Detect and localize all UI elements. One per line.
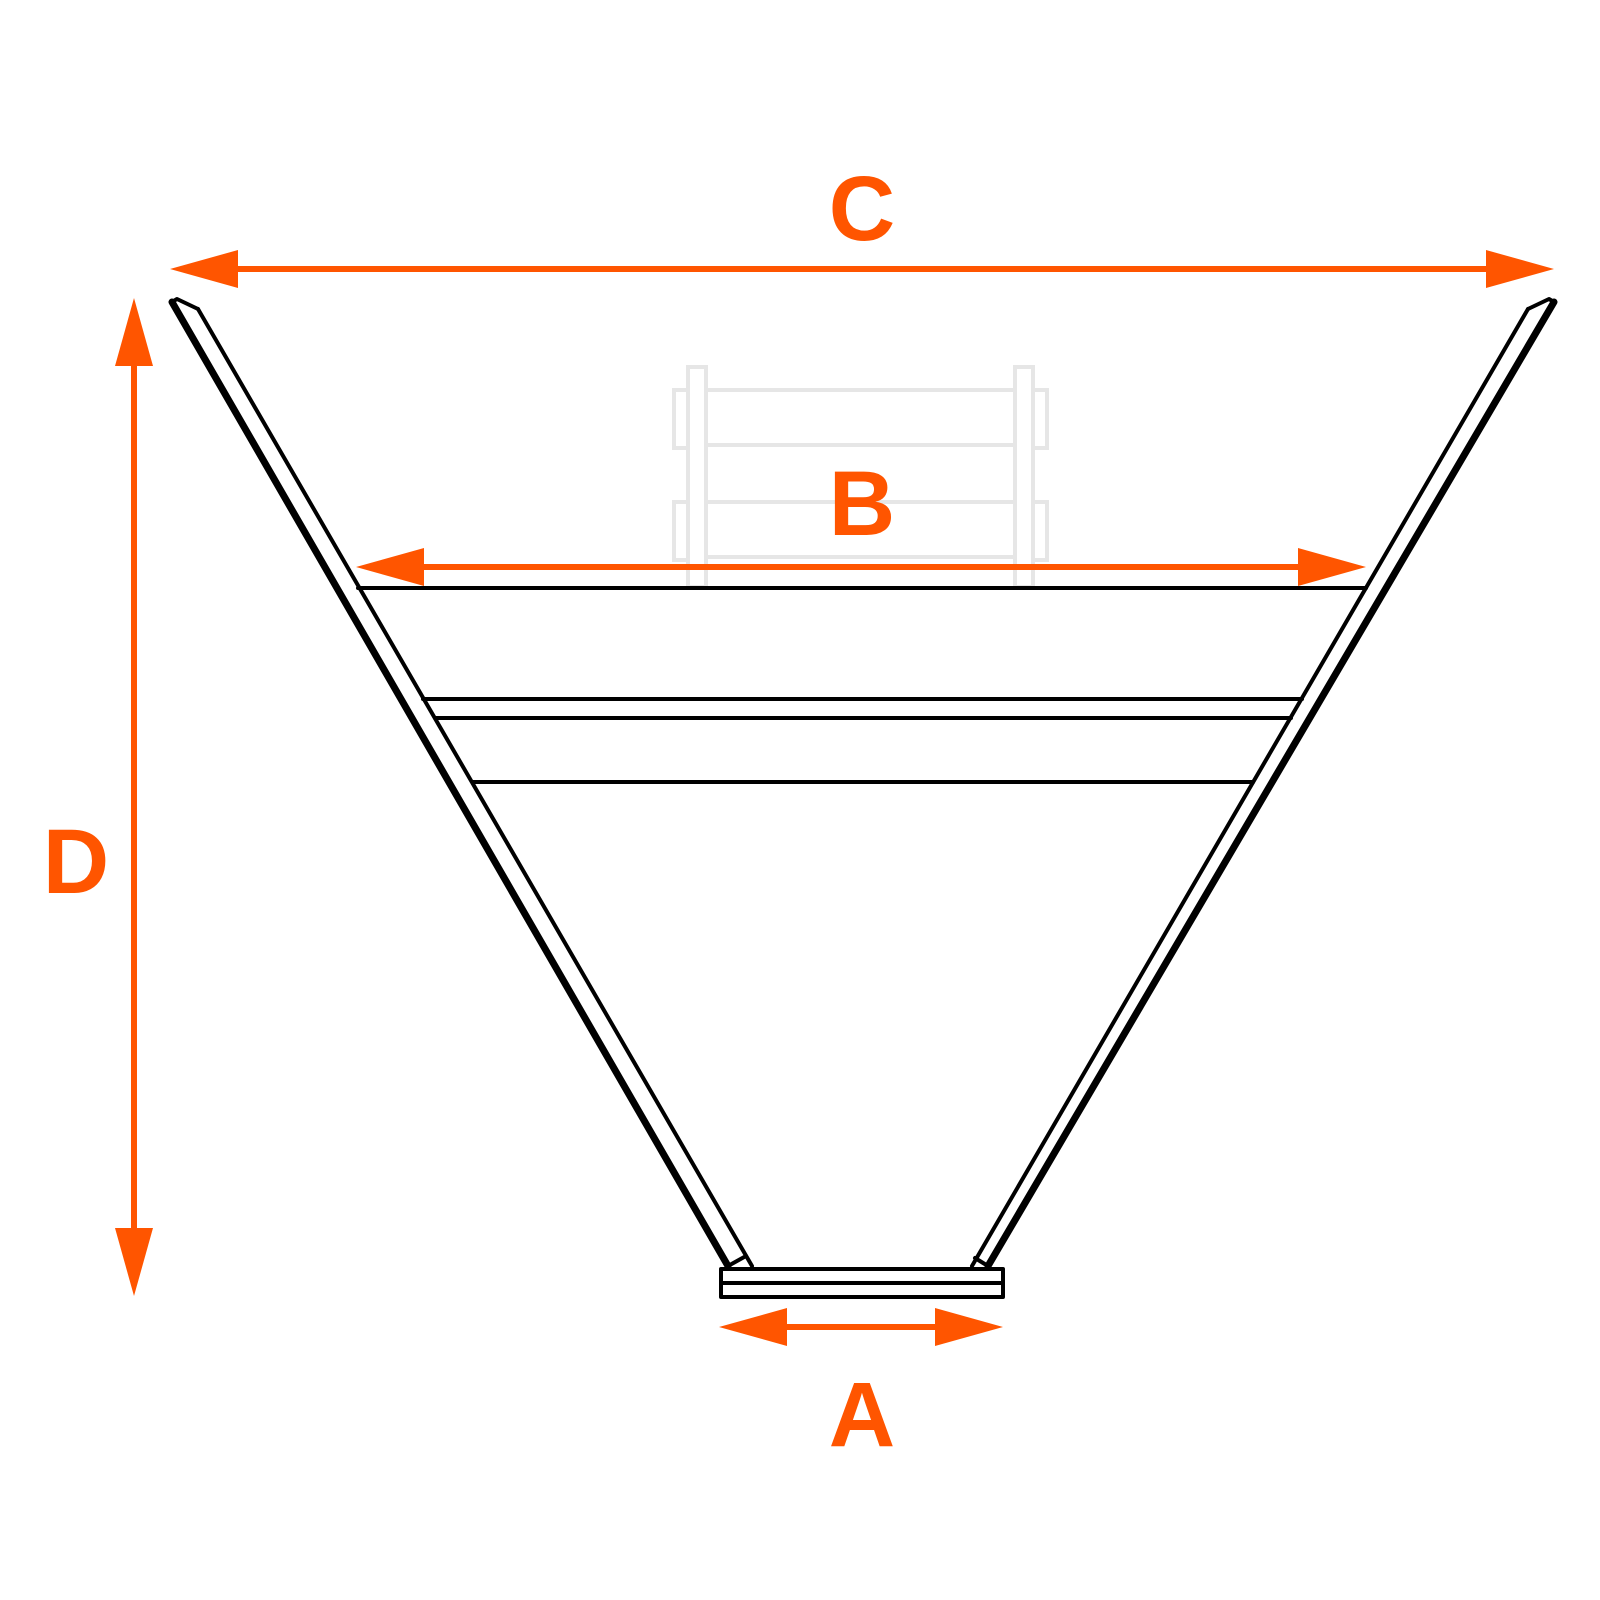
hopper-body xyxy=(168,297,1558,1299)
arrow-head-a-right xyxy=(935,1308,1003,1346)
dimension-label-d: D xyxy=(43,811,109,913)
dimension-label-b: B xyxy=(829,453,895,555)
arrow-head-c-right xyxy=(1486,250,1554,288)
dimension-b: B xyxy=(356,453,1366,586)
arrow-head-b-left xyxy=(356,548,424,586)
arrow-head-d-bottom xyxy=(115,1228,153,1296)
dimension-label-a: A xyxy=(829,1364,895,1466)
arrow-head-d-top xyxy=(115,298,153,366)
dimension-a: A xyxy=(719,1308,1003,1466)
dimension-d: D xyxy=(43,298,153,1296)
dimension-label-c: C xyxy=(829,158,895,260)
dimension-c: C xyxy=(170,158,1554,288)
arrow-head-a-left xyxy=(719,1308,787,1346)
arrow-head-b-right xyxy=(1298,548,1366,586)
arrow-head-c-left xyxy=(170,250,238,288)
